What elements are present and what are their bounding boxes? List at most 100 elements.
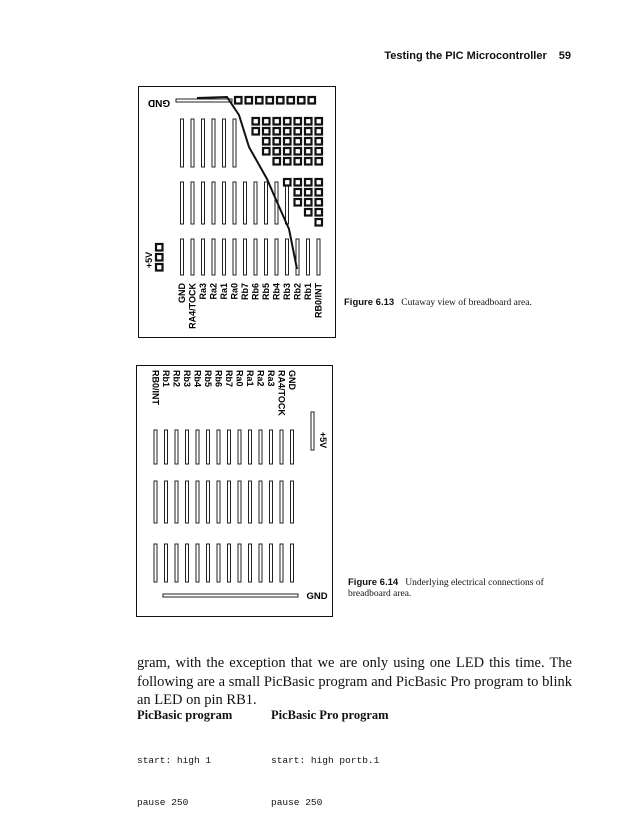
contact-strip [316, 238, 321, 276]
contact-strip [180, 181, 184, 225]
contact-strip [174, 543, 179, 583]
breadboard-hole [272, 156, 282, 166]
contact-strip [232, 118, 237, 168]
breadboard-hole [314, 197, 324, 207]
contact-strip [211, 118, 216, 168]
breadboard-hole [303, 126, 313, 136]
contact-strip [185, 429, 189, 465]
contact-strip [201, 181, 205, 225]
breadboard-hole [293, 177, 303, 187]
figure-6-14-drawing: GND +5V GNDRA4/TOCKRa3Ra2Ra1Ra0Rb7Rb6Rb5… [151, 370, 329, 602]
pin-label: Ra0 [230, 283, 240, 300]
contact-strip [201, 238, 205, 276]
pin-label: Rb3 [282, 283, 292, 300]
contact-strip [164, 543, 168, 583]
pin-label: Rb7 [224, 370, 234, 387]
breadboard-hole [293, 136, 303, 146]
code-line: start: high portb.1 [271, 755, 380, 766]
contact-strip [206, 480, 210, 524]
contact-strip [201, 118, 205, 168]
contact-strip [216, 429, 221, 465]
breadboard-hole [272, 126, 282, 136]
picbasic-pro-code: start: high portb.1 pause 250 [271, 726, 379, 824]
contact-strip [174, 480, 179, 524]
breadboard-hole [265, 95, 275, 105]
pin-label: Rb4 [272, 283, 282, 300]
contact-strip [206, 543, 210, 583]
breadboard-hole [314, 187, 324, 197]
contact-strip [153, 543, 158, 583]
breadboard-hole [275, 95, 285, 105]
breadboard-hole [154, 262, 164, 272]
contact-strip [195, 429, 200, 465]
page-number: 59 [558, 50, 571, 62]
breadboard-hole [261, 146, 271, 156]
plus5v-label: +5V [144, 252, 154, 268]
gnd-top-label: GND [148, 97, 170, 108]
breadboard-hole [307, 95, 317, 105]
gnd-rail-strip [162, 593, 299, 598]
pin-label: Ra3 [266, 370, 276, 387]
figure-6-14-number: Figure 6.14 [348, 577, 399, 588]
contact-strip [237, 429, 242, 465]
breadboard-hole [286, 95, 296, 105]
contact-strip [232, 238, 237, 276]
pin-label: Rb5 [203, 370, 213, 387]
pin-label: RA4/TOCK [188, 283, 198, 329]
breadboard-hole [261, 136, 271, 146]
figure-6-13-caption-text: Cutaway view of breadboard area. [401, 298, 532, 308]
breadboard-hole [314, 146, 324, 156]
figure-6-13-caption: Figure 6.13 Cutaway view of breadboard a… [344, 297, 544, 309]
pin-label: Ra1 [245, 370, 255, 387]
contact-strip [248, 480, 252, 524]
breadboard-hole [282, 177, 292, 187]
breadboard-hole [296, 95, 306, 105]
contact-strip [180, 118, 184, 168]
code-line: pause 250 [137, 797, 189, 808]
breadboard-hole [314, 217, 324, 227]
code-line: pause 250 [271, 797, 323, 808]
picbasic-code: start: high 1 pause 250 [137, 726, 211, 824]
pin-label: Rb3 [182, 370, 192, 387]
contact-strip [285, 181, 289, 225]
plus5v-rail-strip [310, 411, 315, 451]
contact-strip [206, 429, 210, 465]
pin-label: Rb2 [293, 283, 303, 300]
figure-6-14-caption-text: Underlying electrical connections of bre… [348, 578, 544, 599]
contact-strip [248, 429, 252, 465]
picbasic-pro-heading: PicBasic Pro program [271, 708, 389, 722]
pin-label: RB0/INT [151, 370, 161, 406]
contact-strip [295, 238, 300, 276]
pin-label: Ra1 [219, 283, 229, 300]
breadboard-hole [254, 95, 264, 105]
contact-strip [258, 480, 263, 524]
breadboard-hole [303, 156, 313, 166]
contact-strip [237, 543, 242, 583]
contact-strip [279, 480, 284, 524]
contact-strip [253, 181, 258, 225]
pin-label: Rb1 [161, 370, 171, 387]
contact-strip [227, 543, 231, 583]
plus5v-label: +5V [318, 432, 328, 448]
breadboard-hole [293, 187, 303, 197]
contact-strip [222, 181, 226, 225]
breadboard-hole [314, 136, 324, 146]
contact-strip [269, 480, 273, 524]
breadboard-hole [303, 197, 313, 207]
contact-strip [222, 238, 226, 276]
contact-strip [211, 238, 216, 276]
breadboard-hole [293, 197, 303, 207]
contact-strip [190, 181, 195, 225]
contact-strip [227, 480, 231, 524]
contact-strip [195, 480, 200, 524]
contact-strip [253, 238, 258, 276]
breadboard-hole [282, 126, 292, 136]
breadboard-hole [282, 146, 292, 156]
gnd-rail-strip [175, 98, 233, 103]
breadboard-hole [293, 126, 303, 136]
contact-strip [264, 181, 268, 225]
breadboard-hole [251, 116, 261, 126]
pin-label: Ra0 [235, 370, 245, 387]
